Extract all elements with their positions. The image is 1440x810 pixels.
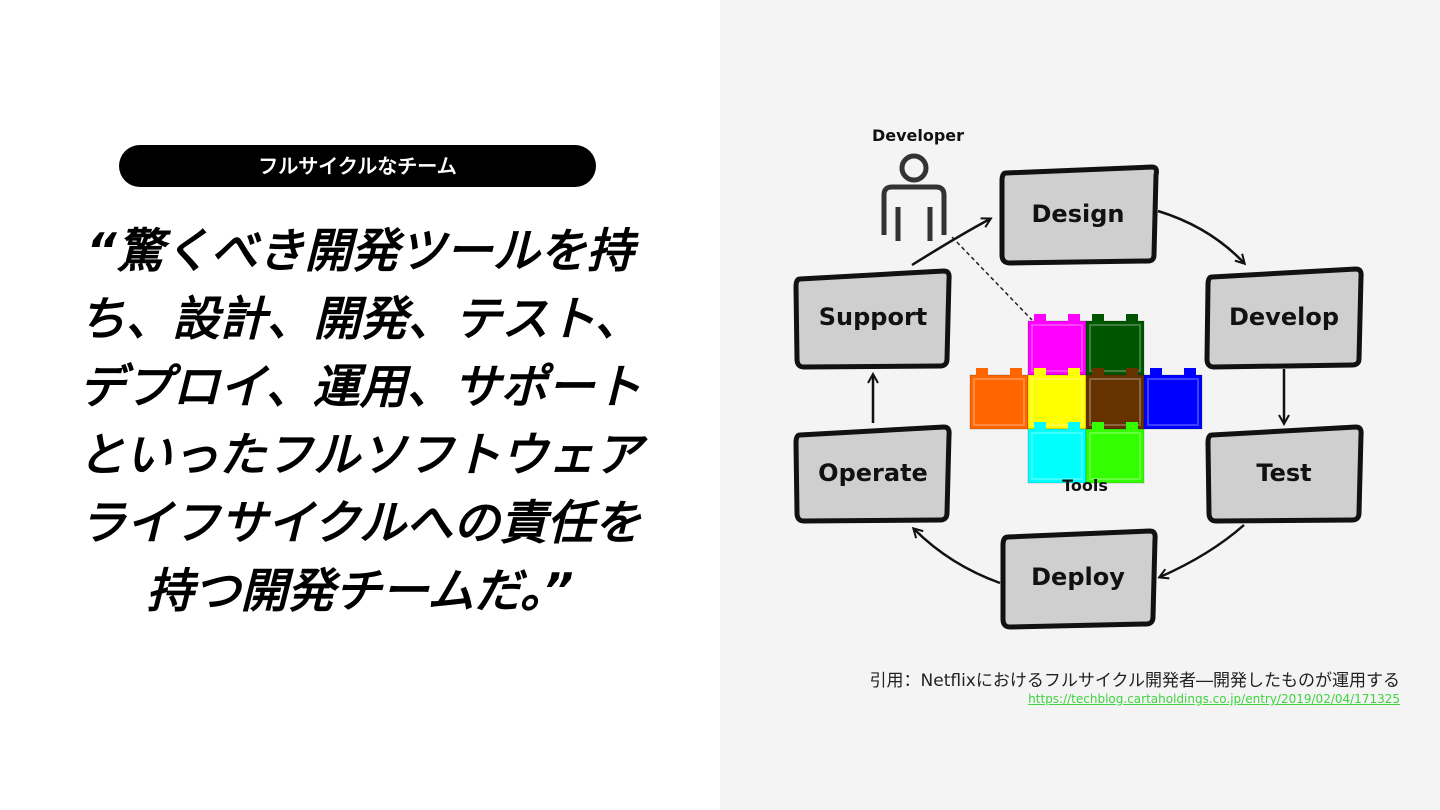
developer-icon	[881, 153, 947, 241]
tool-block	[1027, 368, 1087, 430]
quote-text: “驚くべき開発ツールを持ち、設計、開発、テスト、デプロイ、運用、サポートといった…	[78, 224, 642, 619]
tool-block	[1027, 314, 1087, 376]
arrow-design-develop	[1157, 209, 1244, 263]
tool-block	[1085, 422, 1145, 484]
stage-design: Design	[999, 164, 1159, 266]
citation-link[interactable]: https://techblog.cartaholdings.co.jp/ent…	[1028, 692, 1400, 706]
stage-operate-label: Operate	[818, 459, 928, 487]
citation-text: 引用：Netflixにおけるフルサイクル開発者―開発したものが運用する	[869, 671, 1400, 691]
developer-label: Developer	[872, 126, 964, 145]
stage-support-label: Support	[819, 303, 928, 331]
tool-block	[1085, 314, 1145, 376]
developer-tools-connector	[951, 236, 1033, 321]
section-pill: フルサイクルなチーム	[119, 145, 596, 187]
stage-test: Test	[1205, 424, 1364, 524]
diagram-svg: Developer Design Develop Test Deploy	[793, 126, 1364, 630]
tool-blocks	[969, 314, 1203, 484]
stage-test-label: Test	[1256, 459, 1311, 487]
stage-deploy: Deploy	[1000, 528, 1158, 630]
stage-support: Support	[793, 268, 952, 370]
stage-operate: Operate	[793, 424, 952, 524]
stage-design-label: Design	[1032, 200, 1125, 228]
arrow-support-design	[911, 219, 990, 267]
tools-label: Tools	[1062, 476, 1108, 495]
full-cycle-diagram: Developer Design Develop Test Deploy	[760, 115, 1400, 645]
tool-block	[1027, 422, 1087, 484]
stage-develop: Develop	[1204, 266, 1364, 370]
tool-block	[1143, 368, 1203, 430]
tool-block	[1085, 368, 1145, 430]
stage-develop-label: Develop	[1229, 303, 1339, 331]
arrow-deploy-operate	[914, 529, 1001, 585]
stage-deploy-label: Deploy	[1031, 563, 1125, 591]
left-panel: フルサイクルなチーム “驚くべき開発ツールを持ち、設計、開発、テスト、デプロイ、…	[78, 145, 642, 619]
tool-block	[969, 368, 1029, 430]
arrow-test-deploy	[1160, 524, 1245, 577]
